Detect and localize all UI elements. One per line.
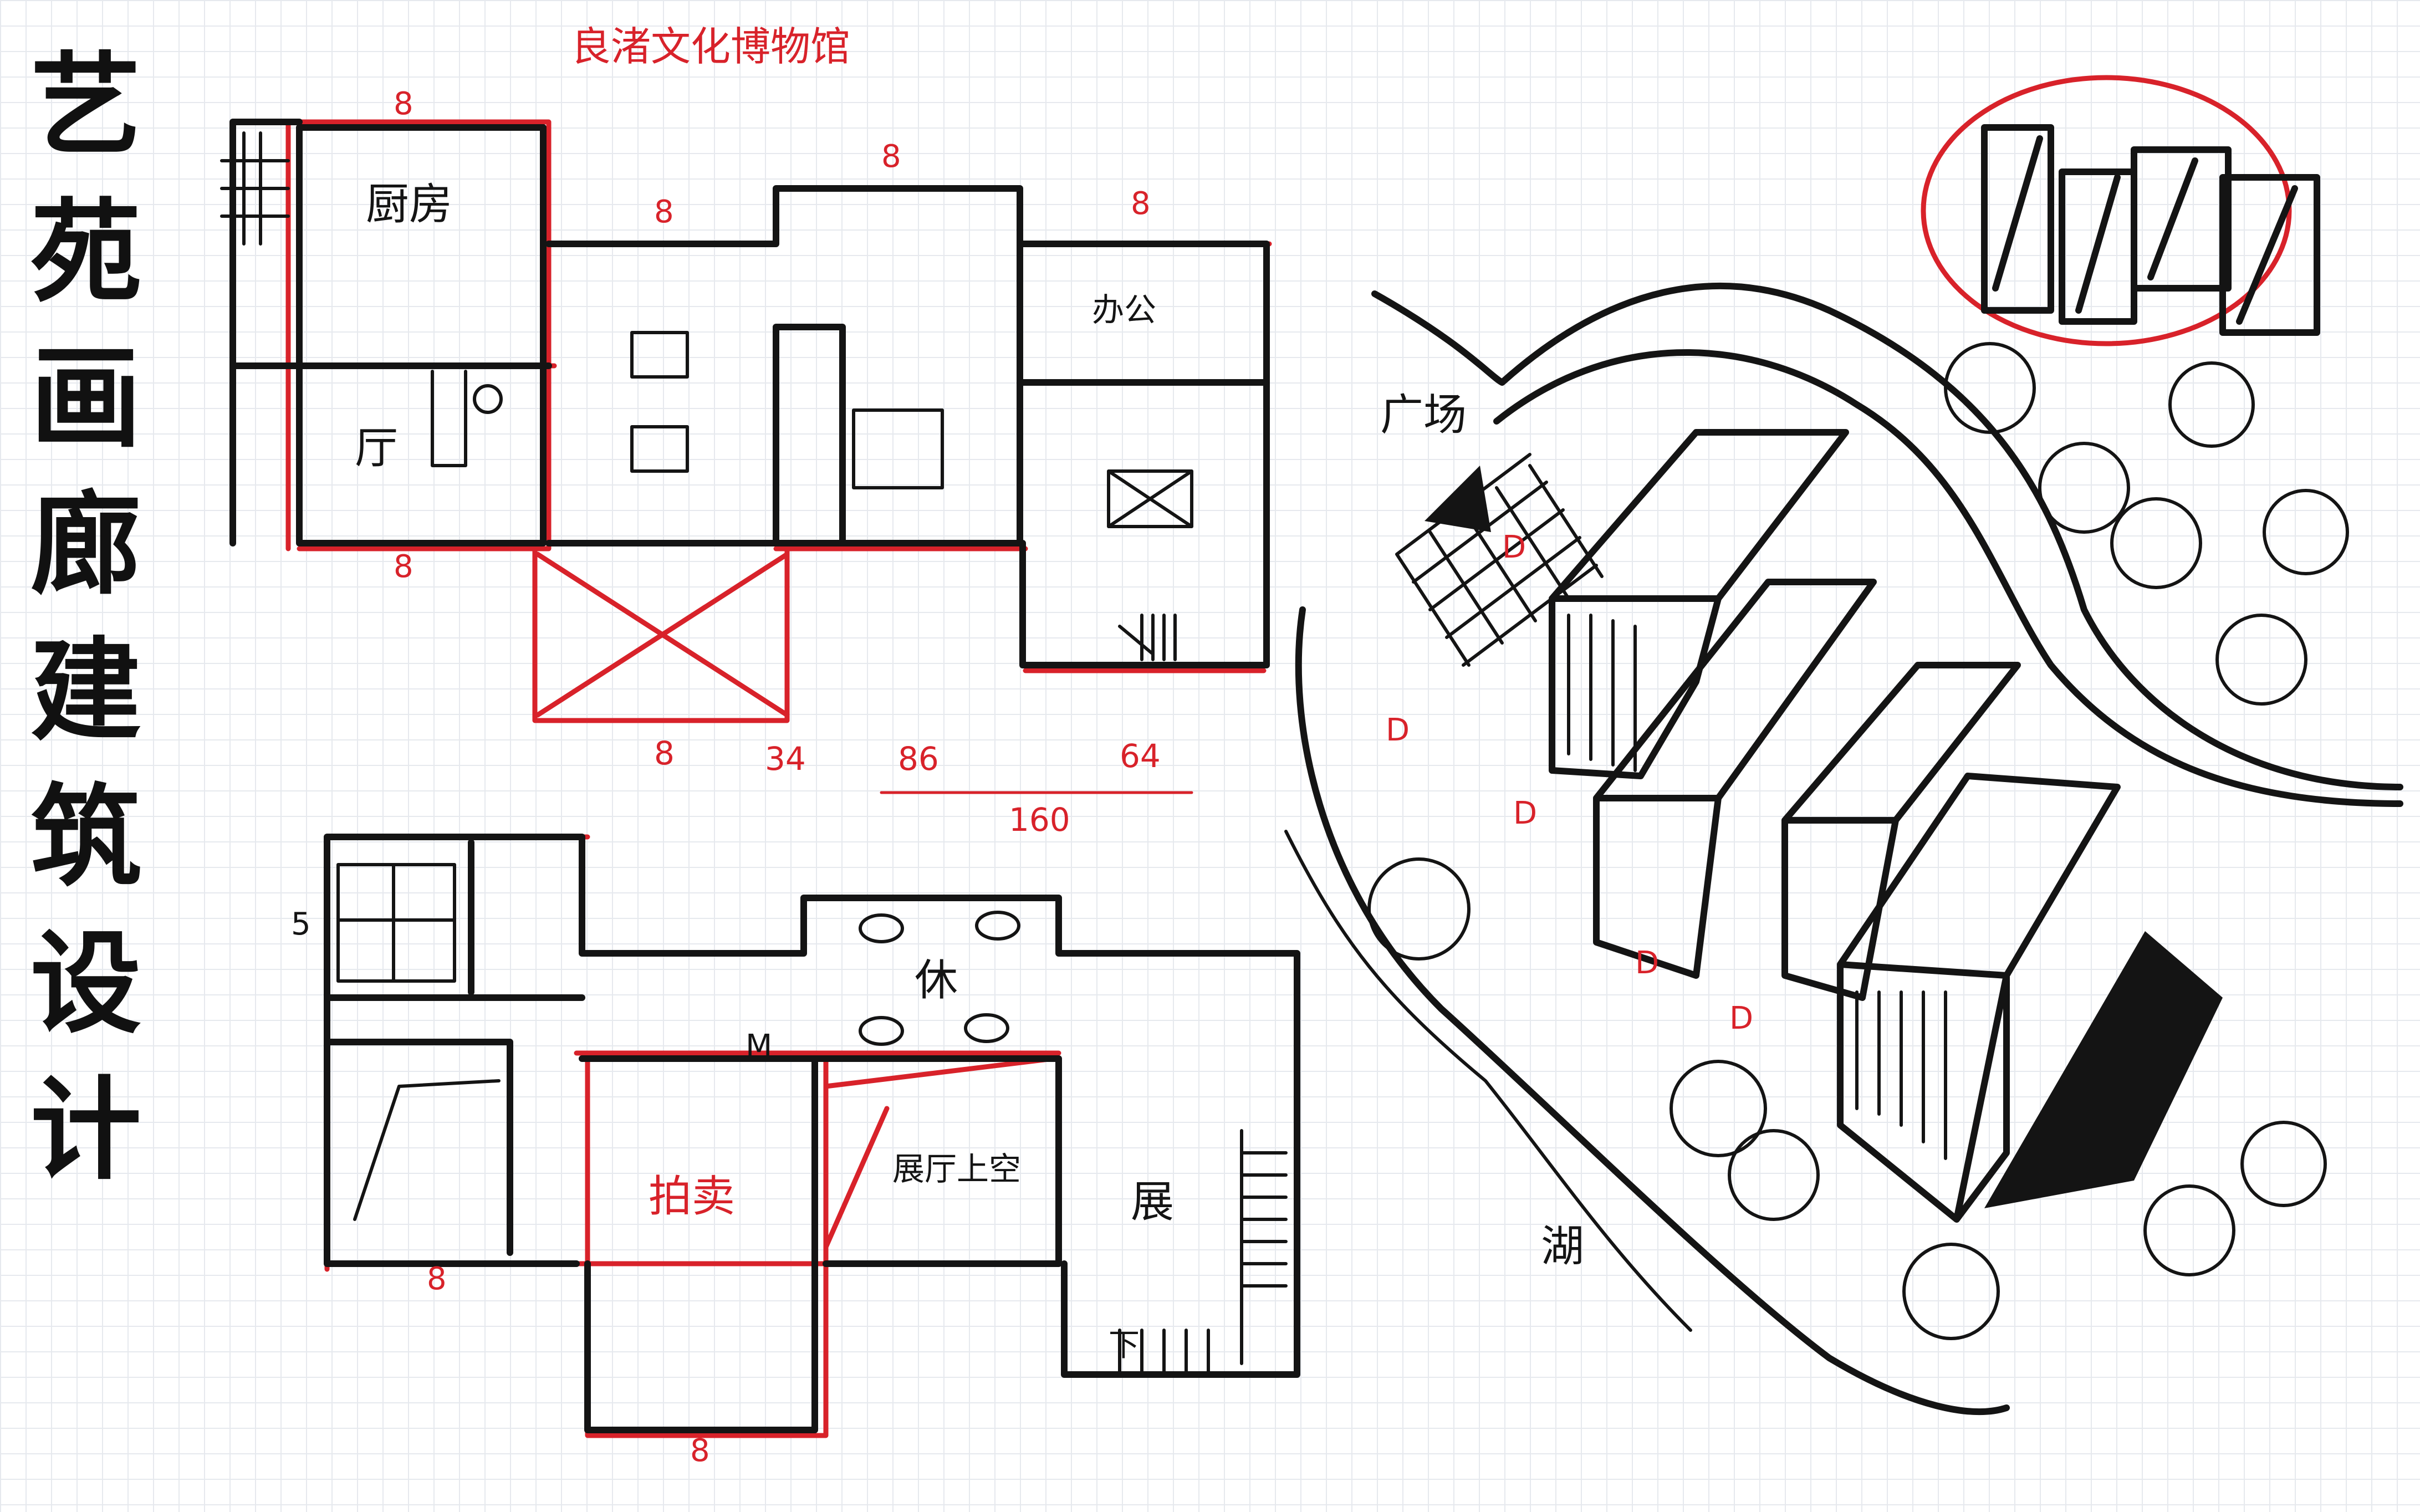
dimension-label: 8 bbox=[427, 1261, 447, 1297]
site-label-lake: 湖 bbox=[1541, 1222, 1585, 1271]
dimension-label: 5 bbox=[291, 906, 311, 942]
room-label-hall: 厅 bbox=[355, 423, 399, 473]
dimension-label: 8 bbox=[690, 1433, 710, 1469]
dimension-label: 34 bbox=[765, 740, 806, 778]
vertical-title: 艺苑画廊建筑设计 bbox=[30, 42, 141, 1195]
dimension-label: 8 bbox=[1131, 186, 1151, 222]
dimension-label: 8 bbox=[654, 734, 675, 772]
dimension-label: 8 bbox=[881, 139, 901, 175]
stair-down-mark: 下 bbox=[1109, 1327, 1140, 1363]
site-trees bbox=[1367, 342, 2349, 1340]
site-entry-mark: D bbox=[1729, 1000, 1754, 1036]
room-label-office: 办公 bbox=[1092, 291, 1157, 329]
site-label-plaza: 广场 bbox=[1380, 390, 1467, 440]
site-entry-mark: D bbox=[1386, 712, 1410, 748]
room-label-kitchen: 厨房 bbox=[366, 180, 453, 229]
entry-mark: M bbox=[746, 1028, 773, 1064]
site-axonometric bbox=[1284, 75, 2403, 1416]
site-entry-mark: D bbox=[1635, 945, 1660, 981]
site-entry-mark: D bbox=[1513, 795, 1538, 831]
dimension-label: 64 bbox=[1120, 737, 1161, 775]
upper-floor-plan bbox=[220, 119, 1272, 794]
room-label-exhibition: 展 bbox=[1131, 1177, 1175, 1227]
site-entry-mark: D bbox=[1502, 529, 1526, 565]
dimension-label: 8 bbox=[394, 549, 413, 585]
room-label-auction: 拍卖 bbox=[649, 1172, 736, 1222]
dimension-label: 8 bbox=[394, 86, 413, 122]
project-title: 良渚文化博物馆 bbox=[571, 23, 851, 70]
dimension-label: 86 bbox=[898, 740, 939, 778]
dimension-total: 160 bbox=[1009, 801, 1070, 839]
room-label-rest: 休 bbox=[915, 956, 958, 1005]
dimension-label: 8 bbox=[654, 194, 674, 230]
lower-floor-plan bbox=[324, 834, 1300, 1438]
room-label-exhibition-void: 展厅上空 bbox=[892, 1150, 1022, 1188]
